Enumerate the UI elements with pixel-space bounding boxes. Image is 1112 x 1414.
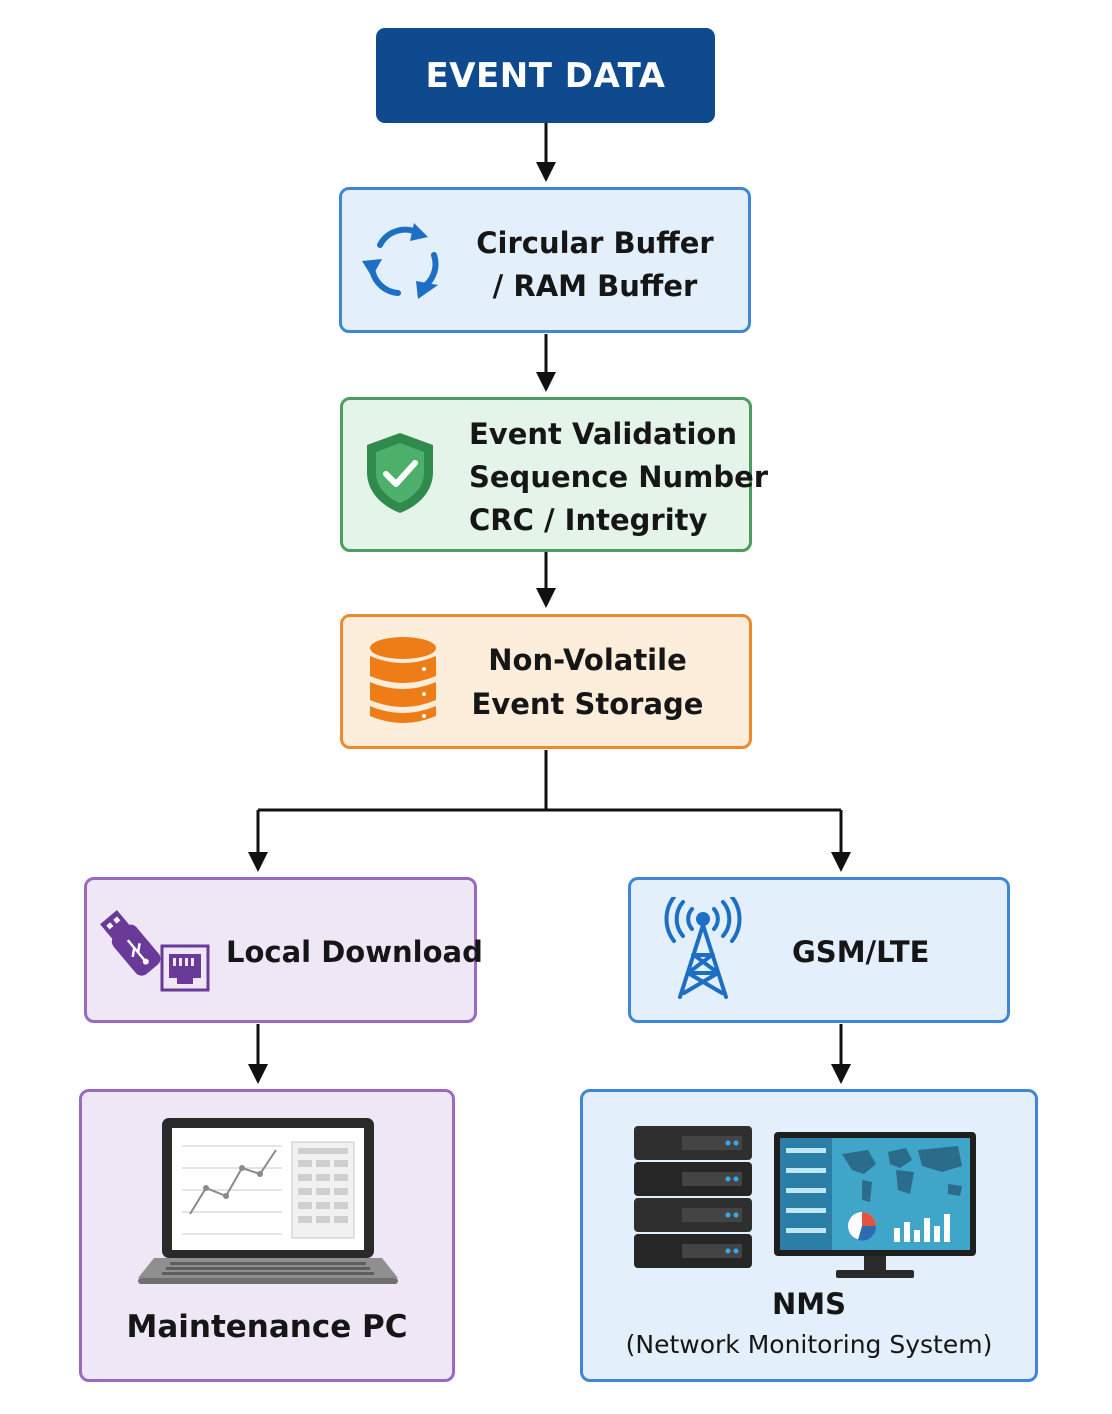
circular-arrows-icon [362, 223, 439, 299]
event-data-title: EVENT DATA [376, 28, 715, 123]
cell-tower-icon [664, 897, 742, 999]
ethernet-port-icon [160, 944, 210, 992]
usb-drive-icon [100, 910, 161, 976]
laptop-icon [138, 1118, 398, 1284]
circular-buffer-node [339, 187, 751, 333]
server-rack-icon [634, 1126, 752, 1268]
validation-label-line3: CRC / Integrity [469, 503, 708, 537]
storage-label-line2: Event Storage [471, 687, 704, 721]
gsm-lte-label: GSM/LTE [792, 935, 930, 969]
maintenance-pc-label: Maintenance PC [126, 1309, 408, 1345]
buffer-label-line2: / RAM Buffer [492, 269, 698, 303]
local-download-label: Local Download [226, 935, 483, 969]
storage-label-line1: Non-Volatile [488, 643, 687, 677]
validation-label-line1: Event Validation [469, 417, 737, 451]
nms-label: NMS [771, 1287, 846, 1321]
monitor-dashboard-icon [774, 1132, 976, 1278]
gsm-lte-node [628, 877, 1010, 1023]
validation-label-line2: Sequence Number [469, 460, 769, 494]
shield-check-icon [367, 433, 433, 513]
nms-sublabel: (Network Monitoring System) [625, 1330, 993, 1359]
buffer-label-line1: Circular Buffer [476, 226, 714, 260]
database-icon [370, 637, 436, 723]
split-connector [256, 750, 843, 860]
